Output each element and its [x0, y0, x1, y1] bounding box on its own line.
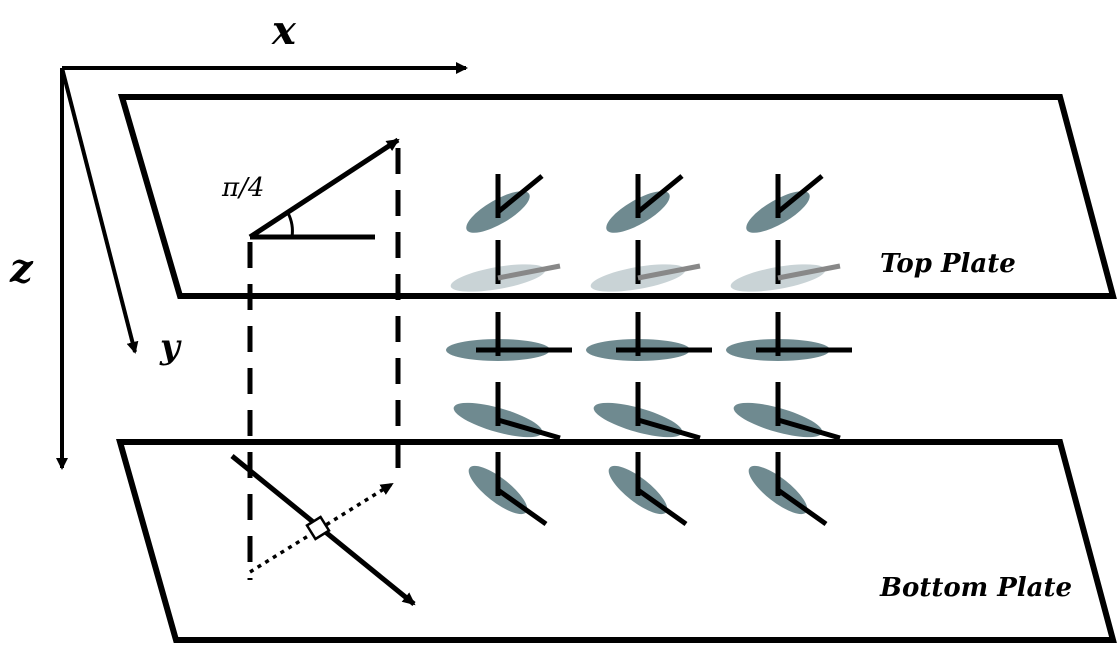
top-rubbing-direction-arrow: [250, 140, 398, 237]
lc-molecule: [601, 174, 682, 240]
rubbing-angle-construction: π/4: [221, 140, 398, 237]
lc-molecule: [586, 312, 712, 361]
x-axis-label: x: [271, 7, 297, 54]
angle-arc: [288, 213, 292, 237]
z-axis-label: z: [9, 245, 34, 292]
lc-molecule: [449, 240, 560, 297]
lc-molecule: [450, 382, 560, 444]
top-plate-label: Top Plate: [880, 249, 1016, 279]
lc-molecule: [741, 174, 822, 240]
molecule-grid: [446, 174, 852, 524]
lc-molecule: [589, 240, 700, 297]
lc-molecule: [742, 452, 826, 524]
lc-molecule: [446, 312, 572, 361]
lc-molecule: [730, 382, 840, 444]
bottom-rubbing-construction: [232, 456, 414, 604]
lc-molecule: [590, 382, 700, 444]
angle-label: π/4: [221, 173, 264, 203]
lc-molecule: [729, 240, 840, 297]
bottom-plate-label: Bottom Plate: [879, 573, 1072, 603]
lc-molecule: [462, 452, 546, 524]
lc-molecule: [461, 174, 542, 240]
lc-molecule: [602, 452, 686, 524]
y-axis-label: y: [159, 327, 182, 367]
lc-molecule: [726, 312, 852, 361]
